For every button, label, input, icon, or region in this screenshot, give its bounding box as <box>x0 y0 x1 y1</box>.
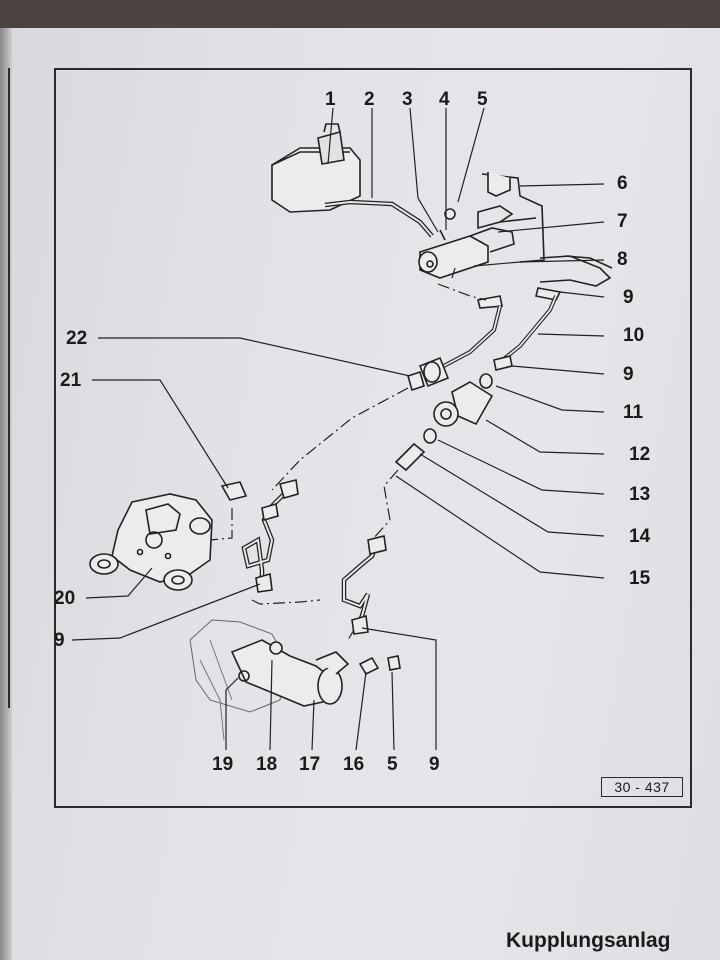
label-part-9-a: 9 <box>623 287 634 308</box>
seal-washer-11 <box>479 373 493 389</box>
label-part-9-c: 9 <box>54 630 65 651</box>
label-part-16: 16 <box>343 754 365 775</box>
diagram-frame <box>54 68 692 808</box>
hydraulic-line-10 <box>498 295 558 364</box>
mounting-plate <box>89 493 213 591</box>
label-part-5-bottom: 5 <box>387 754 398 775</box>
hose-connector <box>394 442 426 472</box>
label-part-3: 3 <box>402 89 413 110</box>
label-part-9-d: 9 <box>429 754 440 775</box>
label-part-14: 14 <box>629 526 651 547</box>
flex-hose-right <box>341 535 387 635</box>
pedal-bracket <box>481 172 613 287</box>
label-part-12: 12 <box>629 444 651 465</box>
label-part-18: 18 <box>256 754 278 775</box>
label-part-20: 20 <box>54 588 76 609</box>
seal-washer-13 <box>423 428 437 444</box>
pulsation-damper <box>407 356 450 392</box>
label-part-6: 6 <box>617 173 628 194</box>
label-part-13: 13 <box>629 484 651 505</box>
hydraulic-line-22 <box>439 305 502 370</box>
fluid-reservoir <box>271 123 361 213</box>
hose-clip <box>220 481 248 501</box>
label-part-1: 1 <box>325 89 336 110</box>
margin-rule <box>8 68 10 708</box>
label-part-15: 15 <box>629 568 651 589</box>
label-part-11: 11 <box>623 402 644 423</box>
label-part-7: 7 <box>617 211 628 232</box>
label-part-4: 4 <box>439 89 450 110</box>
flex-hose-left <box>241 479 299 593</box>
label-part-5-top: 5 <box>477 89 488 110</box>
master-cylinder <box>418 205 515 279</box>
label-part-17: 17 <box>299 754 321 775</box>
figure-reference-box: 30 - 437 <box>601 777 683 797</box>
label-part-2: 2 <box>364 89 375 110</box>
page-footer-title: Kupplungsanlag <box>506 929 671 952</box>
pipe-fitting-mid <box>493 355 513 371</box>
label-part-19: 19 <box>212 754 234 775</box>
label-part-22: 22 <box>66 328 88 349</box>
label-part-9-b: 9 <box>623 364 634 385</box>
slave-cylinder-assembly <box>189 619 401 741</box>
retaining-bracket <box>433 381 494 427</box>
label-part-8: 8 <box>617 249 628 270</box>
label-part-10: 10 <box>623 325 645 346</box>
label-part-21: 21 <box>60 370 82 391</box>
